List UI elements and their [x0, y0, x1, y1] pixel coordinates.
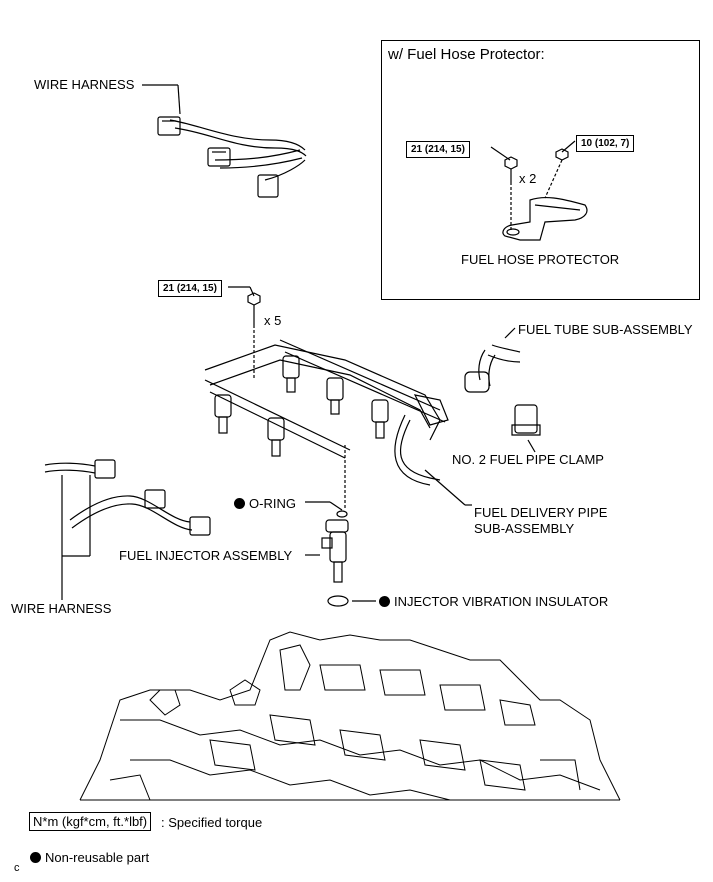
non-reusable-legend: Non-reusable part — [30, 850, 149, 865]
non-reusable-dot-icon — [30, 852, 41, 863]
diagram-code: c — [14, 862, 20, 874]
torque-legend-desc: : Specified torque — [161, 815, 263, 830]
engine-intake-drawing — [79, 631, 621, 801]
fuel-injector-label: FUEL INJECTOR ASSEMBLY — [119, 548, 293, 563]
main-bolt-count: x 5 — [264, 313, 282, 328]
fuel-tube-label: FUEL TUBE SUB-ASSEMBLY — [518, 322, 693, 337]
fuel-hose-protector-inset: w/ Fuel Hose Protector: 21 (214, 15) 10 … — [381, 40, 700, 300]
insulator-text: INJECTOR VIBRATION INSULATOR — [394, 594, 609, 609]
inset-count: x 2 — [519, 171, 537, 186]
torque-units-box: N*m (kgf*cm, ft.*lbf) — [29, 812, 152, 831]
inset-title: w/ Fuel Hose Protector: — [388, 46, 545, 63]
non-reusable-dot-icon — [379, 596, 390, 607]
inset-torque-right: 10 (102, 7) — [576, 135, 635, 152]
wire-harness-bottom-label: WIRE HARNESS — [11, 601, 112, 616]
no2-clamp-drawing — [511, 404, 541, 453]
fuel-delivery-pipe-drawing — [204, 339, 449, 486]
fuel-delivery-pipe-label-line2: SUB-ASSEMBLY — [474, 521, 575, 536]
o-ring-label: O-RING — [234, 496, 296, 511]
inset-torque-left: 21 (214, 15) — [406, 141, 470, 158]
no2-fuel-pipe-clamp-label: NO. 2 FUEL PIPE CLAMP — [452, 452, 604, 467]
o-ring-text: O-RING — [249, 496, 296, 511]
o-ring-drawing — [336, 510, 348, 518]
fuel-delivery-pipe-label-line1: FUEL DELIVERY PIPE — [474, 505, 608, 520]
wire-harness-bottom-drawing — [44, 459, 211, 600]
wire-harness-top-drawing — [142, 84, 307, 198]
fuel-injector-drawing — [305, 519, 349, 583]
injector-vibration-insulator-label: INJECTOR VIBRATION INSULATOR — [379, 594, 608, 609]
main-torque-spec: 21 (214, 15) — [158, 280, 222, 297]
non-reusable-text: Non-reusable part — [45, 850, 150, 865]
fuel-hose-protector-drawing — [490, 140, 588, 241]
wire-harness-top-label: WIRE HARNESS — [34, 77, 135, 92]
fuel-tube-drawing — [464, 327, 521, 393]
insulator-drawing — [327, 595, 349, 607]
fuel-hose-protector-label: FUEL HOSE PROTECTOR — [461, 252, 620, 267]
non-reusable-dot-icon — [234, 498, 245, 509]
